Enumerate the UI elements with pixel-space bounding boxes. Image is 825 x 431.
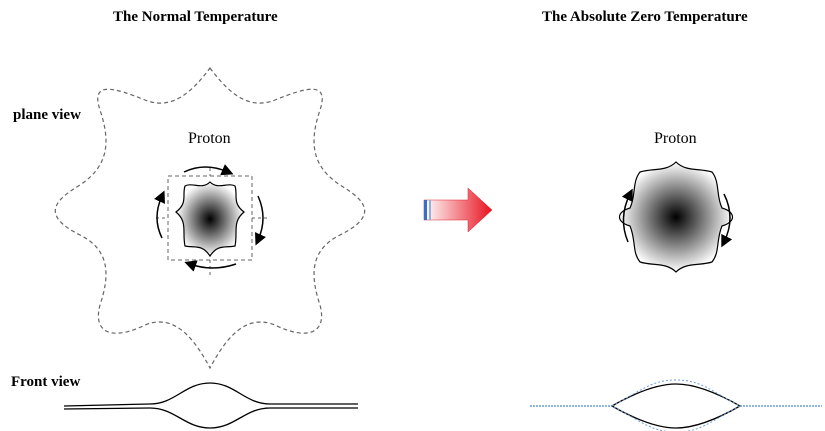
proton-left	[175, 181, 245, 258]
proton-label-left: Proton	[188, 130, 231, 147]
front-view-label: Front view	[11, 374, 81, 390]
left-title: The Normal Temperature	[113, 9, 278, 25]
proton-label-right: Proton	[654, 130, 697, 147]
outer-dashed-wave	[54, 66, 366, 370]
rotation-arrows-left	[154, 164, 266, 272]
proton-right	[618, 161, 734, 273]
front-view-right	[530, 379, 822, 431]
right-title: The Absolute Zero Temperature	[542, 9, 748, 25]
transition-arrow-icon	[423, 187, 493, 233]
rotation-arrows-right	[621, 188, 733, 248]
plane-view-label: plane view	[13, 107, 81, 123]
front-view-left	[63, 382, 358, 429]
